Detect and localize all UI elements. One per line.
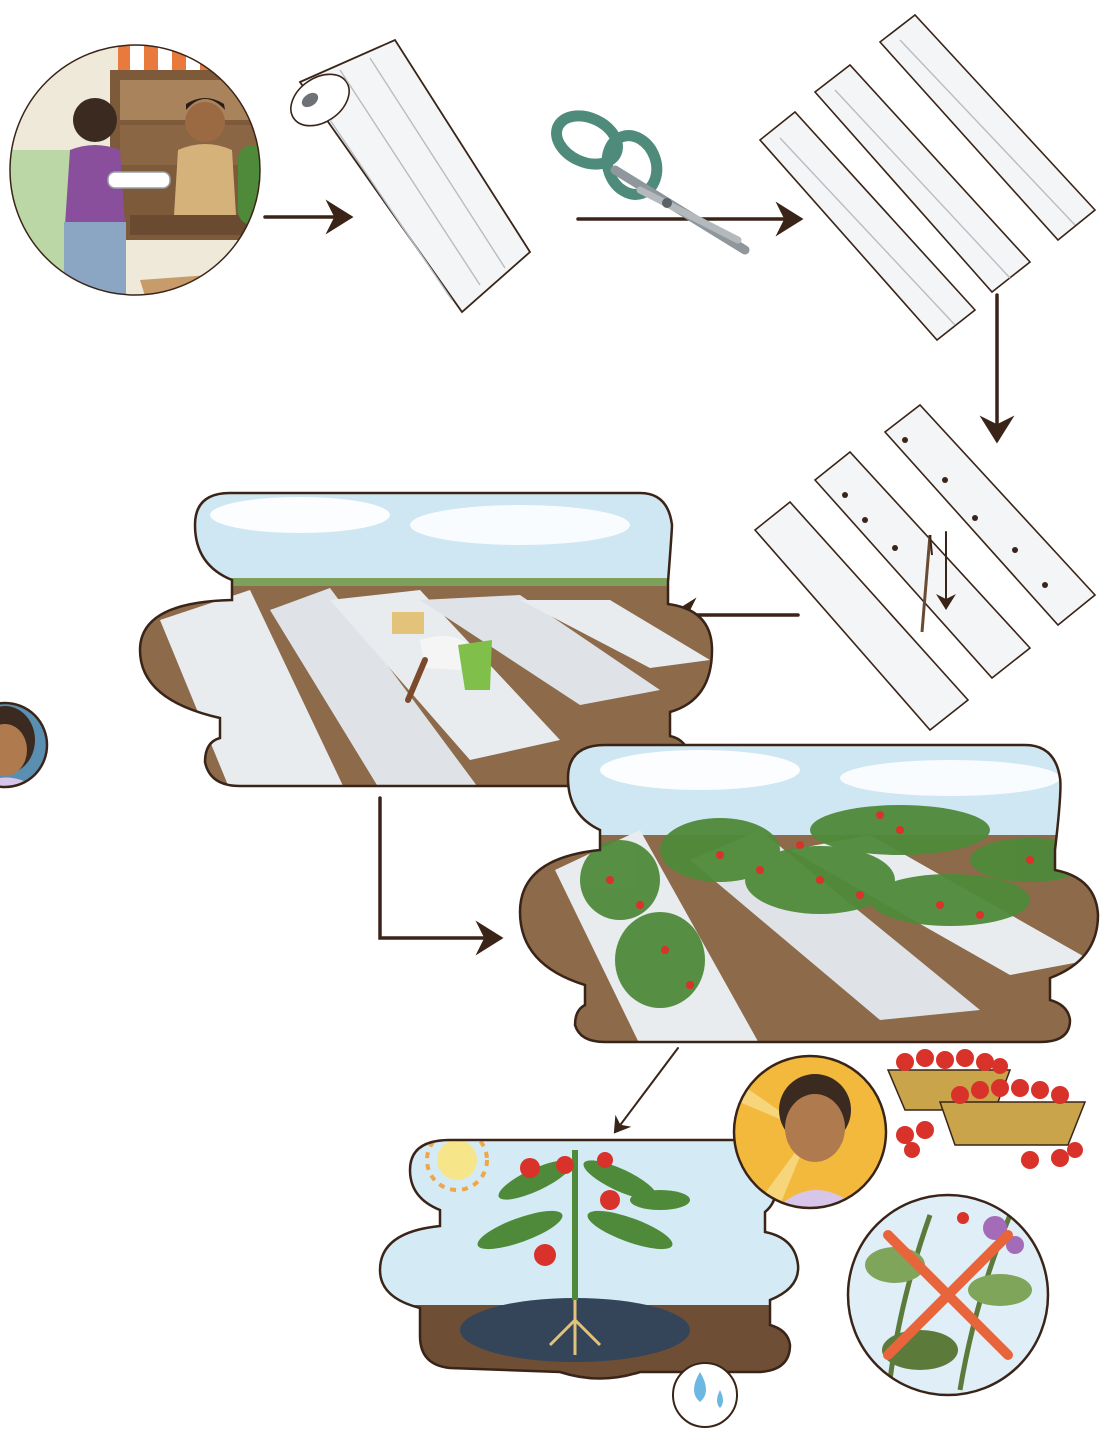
shop-scene-icon: [9, 44, 261, 296]
tomato-field-icon: [518, 743, 1100, 1044]
no-weeds-icon: [846, 1193, 1050, 1397]
tomato-baskets-icon: [886, 1049, 1087, 1169]
water-drop-icon: [672, 1362, 738, 1428]
woman-portrait-icon: [0, 701, 49, 789]
needle-icon: [920, 531, 956, 633]
plastic-roll-icon: [290, 38, 532, 314]
tomato-plant-icon: [378, 1138, 800, 1428]
arrow-field-to-grown: [378, 796, 504, 956]
scissors-icon: [551, 110, 750, 255]
farmer-field-icon: [138, 491, 714, 788]
smiling-woman-icon: [732, 1054, 888, 1210]
holed-strips-icon: [753, 403, 1097, 732]
arrow-field-to-plant: [613, 1047, 679, 1134]
plastic-strips-icon: [758, 13, 1097, 342]
